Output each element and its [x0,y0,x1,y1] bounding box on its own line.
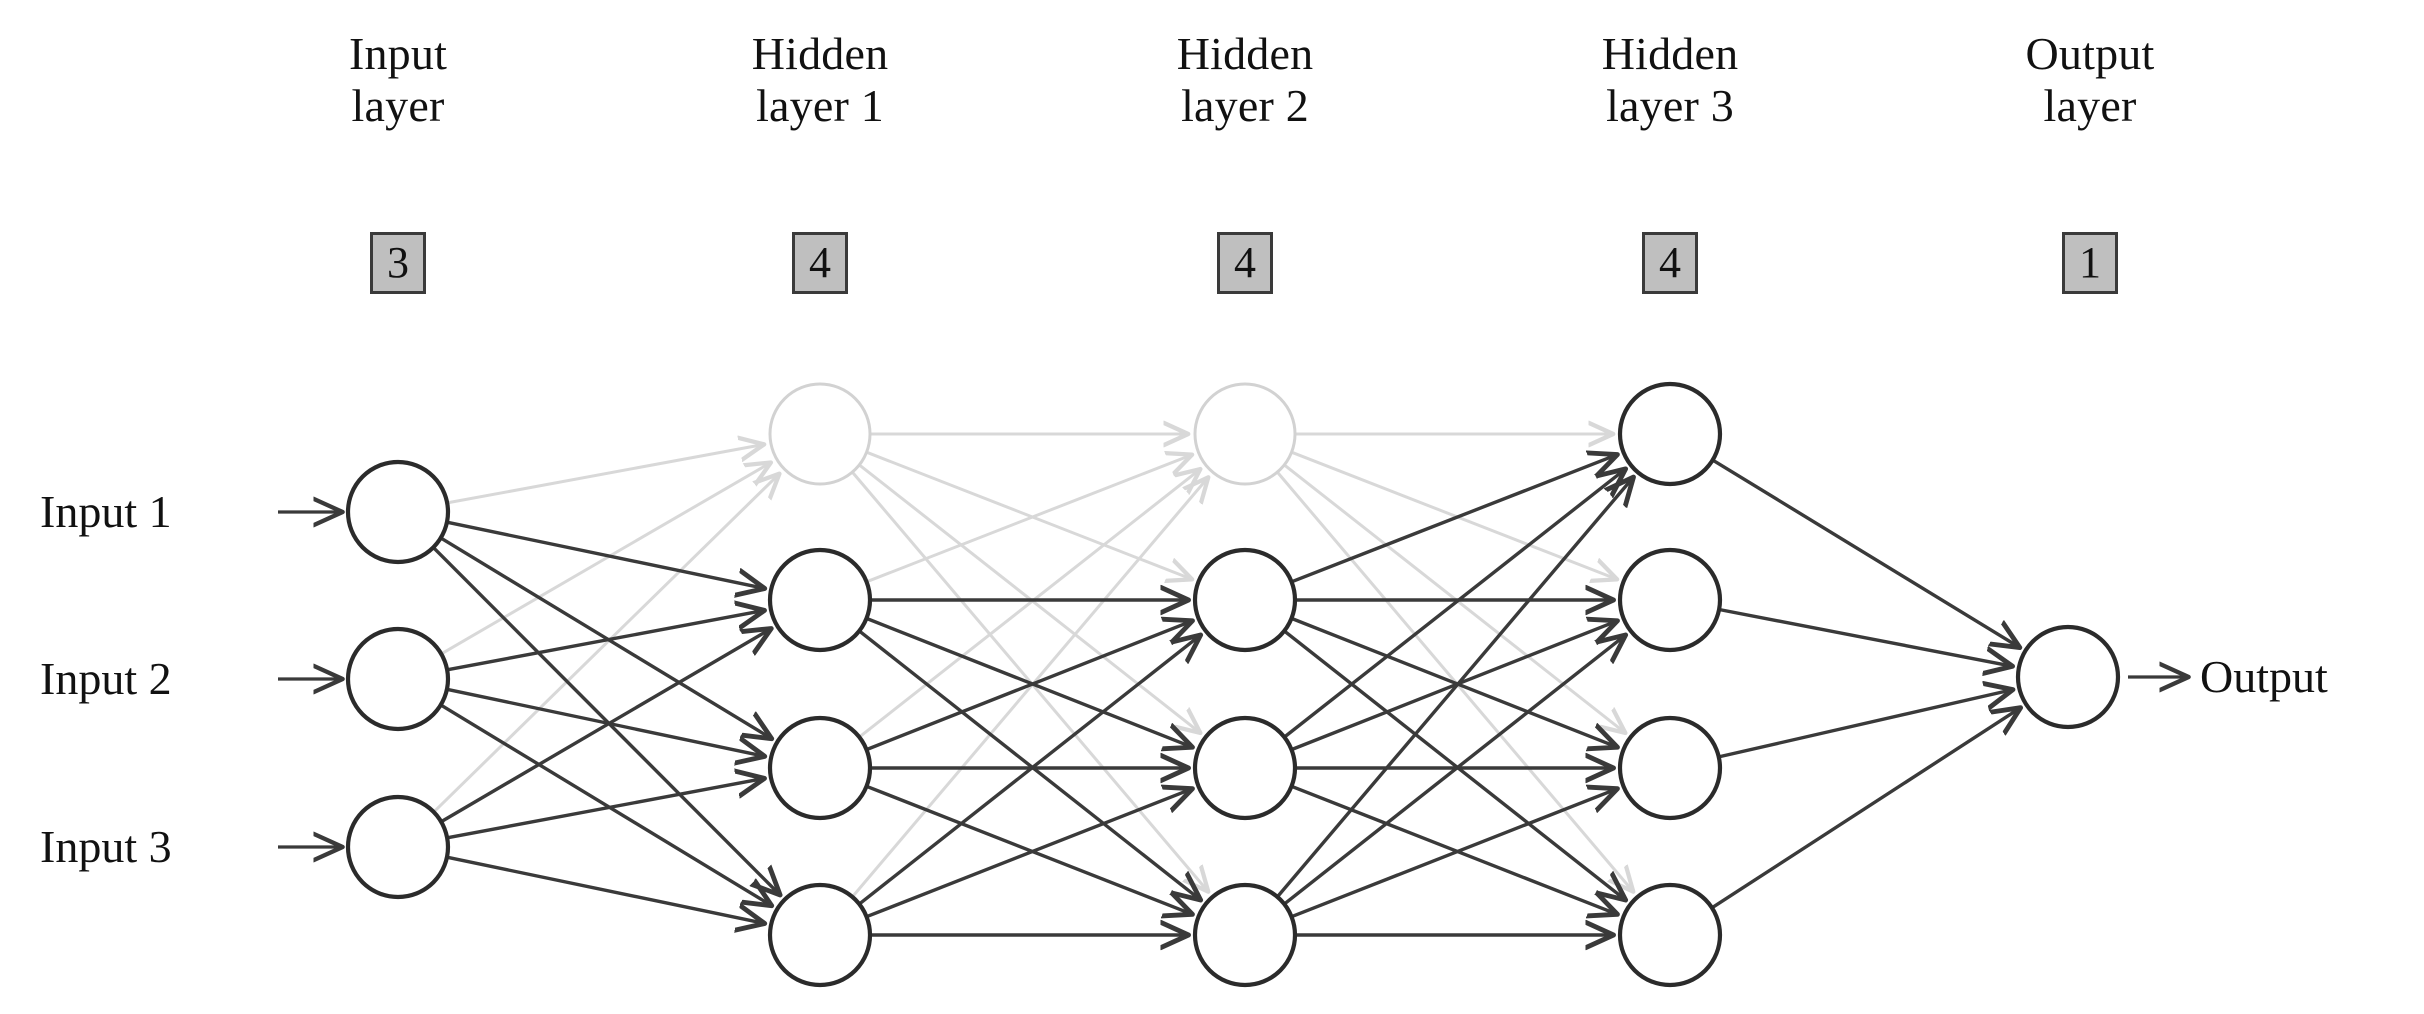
connection-edge [446,445,762,505]
connection-edge [858,629,1198,899]
neuron-node-hidden1-3[interactable] [767,715,873,821]
nodes-group [345,381,2121,988]
unit-count-box-input: 3 [370,232,426,294]
unit-count-value: 4 [809,238,831,287]
io-arrows-group [278,512,2186,847]
unit-count-value: 3 [387,238,409,287]
connection-edge [440,630,769,824]
connection-edge [1276,479,1631,898]
connection-edge [858,463,1198,732]
layer-header-line2: layer [2043,79,2137,131]
connection-edge [432,546,778,893]
neuron-node-hidden3-1[interactable] [1617,381,1723,487]
connection-edge [866,450,1190,578]
connection-edge [446,520,762,588]
edges-active-group [432,455,2019,935]
unit-count-box-output: 1 [2062,232,2118,294]
connection-edge [1283,463,1623,732]
edges-dropped-group [432,434,1632,898]
connection-edge [865,616,1190,746]
connection-edge [1711,709,2019,910]
layer-header-line2: layer [351,79,445,131]
connection-edge [432,475,778,814]
unit-count-value: 1 [2079,238,2101,287]
connection-edge [865,790,1191,919]
connection-edge [858,637,1198,906]
neuron-node-hidden3-3[interactable] [1617,715,1723,821]
output-label: Output [2200,651,2328,702]
unit-count-box-hidden2: 4 [1217,232,1273,294]
connection-edge [1290,616,1615,746]
connection-edge [439,703,770,904]
neuron-node-hidden3-2[interactable] [1617,547,1723,653]
connection-edge [851,479,1206,898]
connection-edge [1283,470,1623,739]
connection-edge [1283,637,1623,906]
connection-edge [1291,450,1615,578]
input-label-2: Input 2 [40,653,172,704]
layer-header-line1: Hidden [751,28,889,79]
connection-edge [1290,784,1616,913]
unit-count-value: 4 [1234,238,1256,287]
input-label-1: Input 1 [40,486,172,537]
connection-edge [440,464,769,656]
layer-header-line2: layer 2 [1181,79,1309,131]
neuron-node-input-2[interactable] [345,626,451,732]
connection-edge [446,687,762,756]
connection-edge [446,779,762,840]
connection-edge [858,470,1198,739]
connection-edge [866,455,1190,584]
layer-header-line2: layer 3 [1606,79,1734,131]
connection-edge [446,611,762,672]
connection-edge [1711,458,2018,646]
neuron-node-hidden1-2[interactable] [767,547,873,653]
connection-edge [1283,629,1623,899]
unit-count-box-hidden1: 4 [792,232,848,294]
unit-count-box-hidden3: 4 [1642,232,1698,294]
neuron-node-hidden2-2[interactable] [1192,547,1298,653]
layer-header-line1: Input [348,28,448,79]
connection-edge [1290,622,1615,752]
neuron-node-input-3[interactable] [345,794,451,900]
neuron-node-output-1[interactable] [2015,624,2121,730]
connection-edge [1718,690,2011,759]
input-label-3: Input 3 [40,821,172,872]
layer-header-line2: layer 1 [756,79,884,131]
connection-edge [446,855,762,923]
connection-edge [1290,455,1615,584]
neuron-node-hidden2-3[interactable] [1192,715,1298,821]
layer-header-line1: Output [2025,28,2155,79]
connection-edge [865,784,1191,913]
connection-edge [1718,607,2010,665]
neuron-node-hidden3-4[interactable] [1617,882,1723,988]
connection-edge [865,622,1190,752]
neuron-node-input-1[interactable] [345,459,451,565]
neuron-node-hidden1-4[interactable] [767,882,873,988]
unit-count-value: 4 [1659,238,1681,287]
neuron-node-hidden2-4[interactable] [1192,882,1298,988]
connection-edge [1290,790,1616,919]
layer-header-line1: Hidden [1176,28,1314,79]
neuron-node-hidden2-1[interactable] [1193,382,1297,486]
connection-edge [439,536,770,737]
layer-header-line1: Hidden [1601,28,1739,79]
neuron-node-hidden1-1[interactable] [768,382,872,486]
